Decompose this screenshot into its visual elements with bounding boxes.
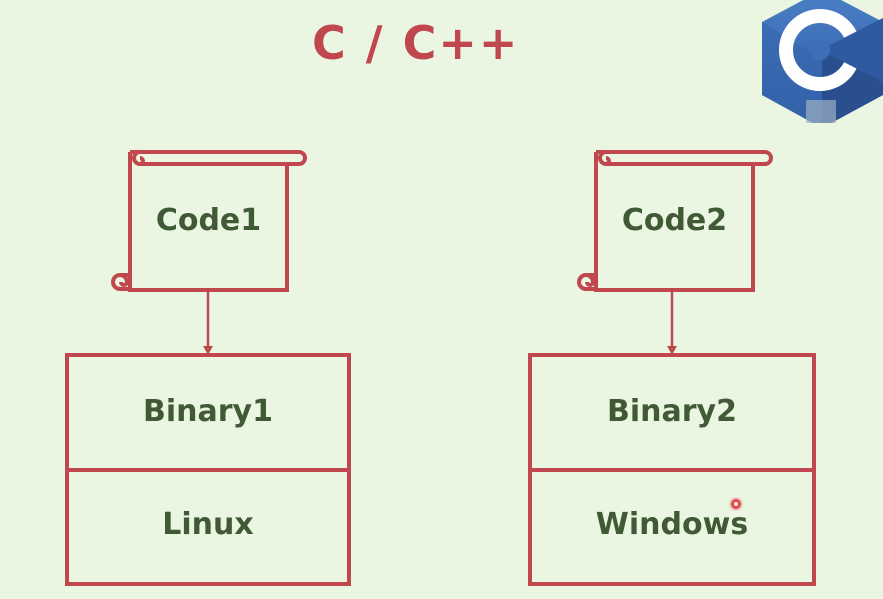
arrow-code2-to-binary2 <box>667 292 677 355</box>
stack-box-left <box>65 353 351 586</box>
binary1-label: Binary1 <box>143 394 273 429</box>
windows-label: Windows <box>595 507 749 542</box>
binary2-label: Binary2 <box>607 394 737 429</box>
diagram-title: C / C++ <box>312 16 520 70</box>
pointer-indicator <box>731 499 741 509</box>
arrow-code1-to-binary1 <box>203 292 213 355</box>
scroll-icon-code1 <box>111 150 307 292</box>
linux-label: Linux <box>162 507 254 542</box>
code1-label: Code1 <box>155 203 262 238</box>
stack-box-right <box>528 353 816 586</box>
c-language-logo-icon <box>762 0 883 123</box>
scroll-icon-code2 <box>577 150 773 292</box>
code2-label: Code2 <box>621 203 728 238</box>
